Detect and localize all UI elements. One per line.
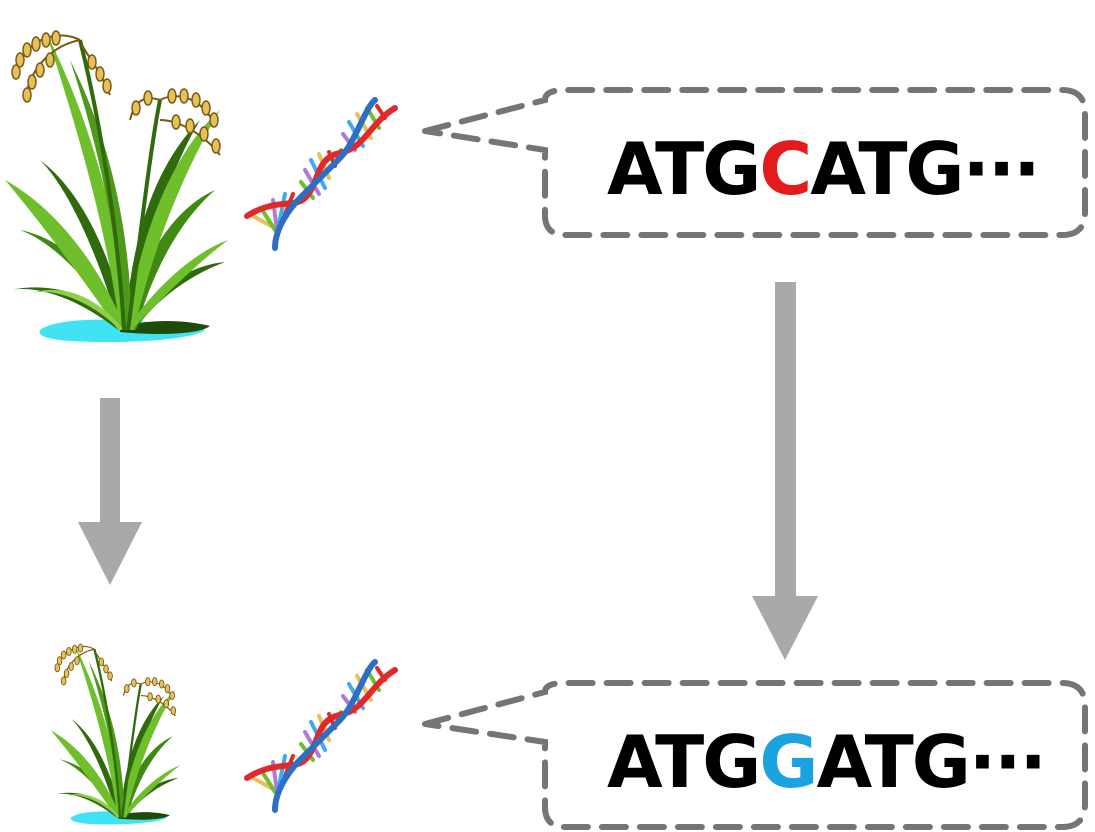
rice-plant-large-icon (3, 28, 230, 344)
down-arrow-icon (752, 282, 818, 660)
sequence-ellipsis: ··· (962, 127, 1041, 211)
dna-helix-icon (247, 662, 395, 810)
down-arrow-icon (78, 398, 142, 585)
sequence-prefix: ATG (607, 720, 761, 804)
edited-sequence: ATGGATG··· (607, 726, 1047, 798)
sequence-callout-bottom (422, 680, 1088, 830)
sequence-suffix: ATG (816, 720, 970, 804)
edited-base: G (759, 720, 818, 804)
sequence-prefix: ATG (607, 127, 761, 211)
rice-plant-small-icon (49, 642, 182, 826)
original-base: C (759, 127, 812, 211)
original-sequence: ATGCATG··· (607, 133, 1041, 205)
dna-helix-icon (247, 100, 395, 248)
sequence-callout-top (422, 87, 1088, 238)
sequence-suffix: ATG (810, 127, 964, 211)
sequence-ellipsis: ··· (968, 720, 1047, 804)
